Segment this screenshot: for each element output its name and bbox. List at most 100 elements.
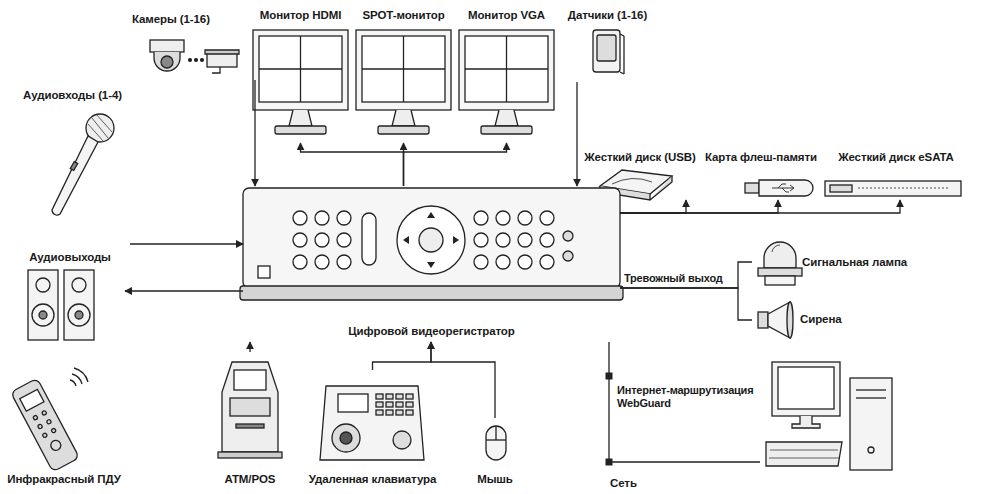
device-label: Инфракрасный ПДУ [7, 472, 120, 486]
microphone-icon-part [70, 162, 77, 171]
connector [249, 342, 250, 352]
esata-hdd-icon [825, 181, 961, 196]
connector [620, 200, 900, 213]
speaker-icons-part [68, 304, 90, 326]
camera-icons-part [195, 59, 198, 62]
device-label: Жесткий диск (USB) [584, 150, 696, 164]
siren-icon-part [787, 302, 793, 338]
device-label: Аудиовыходы [29, 250, 111, 264]
monitor-stand [392, 110, 415, 126]
network-junction [606, 459, 613, 466]
device-node: Монитор VGA [456, 8, 557, 143]
computer-icon-part [792, 416, 820, 428]
connector [609, 342, 760, 462]
dvr-button [474, 233, 488, 247]
key [386, 402, 393, 407]
ir-remote-icon-part-part [37, 424, 42, 429]
computer-icon-part [856, 389, 886, 390]
ir-remote-icon-part-part [42, 433, 47, 438]
speaker-icons-part [72, 278, 86, 292]
signal-lamp-icon-part [758, 268, 802, 276]
connector [620, 262, 752, 288]
device-node: Удаленная клавиатура [300, 370, 445, 490]
dvr-icon-part [403, 212, 459, 268]
connector-label: Тревожный выход [622, 272, 725, 285]
monitor-screen [465, 36, 548, 102]
dvr-button [518, 233, 532, 247]
esata-hdd-icon-part [825, 181, 961, 196]
monitor-base [275, 126, 326, 134]
flash-card-icon-part [745, 183, 759, 193]
atm-pos-icon-part [236, 424, 264, 428]
monitor-icons [253, 30, 554, 134]
screen-split [465, 68, 548, 69]
sensor-icon-part [620, 72, 624, 74]
ir-remote-icon-part-part [20, 389, 44, 411]
device-label: Камеры (1-16) [132, 12, 210, 26]
dvr-button [474, 211, 488, 225]
screen-split [259, 68, 342, 69]
dvr-icon-part [362, 213, 376, 265]
key [396, 394, 403, 399]
camera-icons-part [189, 59, 192, 62]
dvr-button [337, 255, 351, 269]
monitor-stand [289, 110, 312, 126]
ir-remote-icon-part [11, 378, 80, 472]
key [386, 410, 393, 415]
dvr-icon-part [243, 188, 620, 288]
computer-icon-part [856, 397, 886, 398]
ir-remote-icon-part-part [33, 415, 38, 420]
key [376, 410, 383, 415]
control-keyboard-icon-part [338, 394, 368, 412]
computer-icon-part [769, 450, 839, 458]
device-node: Инфракрасный ПДУ [4, 372, 124, 490]
device-node: Сирена [752, 298, 862, 342]
ir-remote-icon-part-part [49, 439, 63, 453]
dvr-button [293, 233, 307, 247]
device-node: Жесткий диск eSATA [822, 150, 970, 200]
sensor-icon-part [593, 30, 620, 72]
mouse-icon-part [486, 439, 506, 440]
computer-icon-part [850, 378, 892, 470]
dvr-led [563, 231, 573, 241]
signal-lamp-icon-part [772, 245, 780, 252]
dvr-icon-part [240, 286, 623, 300]
device-node: SPOT-монитор [353, 8, 454, 143]
key [386, 394, 393, 399]
device-node: Датчики (1-16) [560, 8, 655, 82]
computer-icon [766, 362, 892, 470]
device-label: ATM/POS [225, 472, 276, 486]
device-node: Камеры (1-16) [128, 10, 262, 80]
ir-remote-icon-part-part [46, 419, 51, 424]
speaker-icons-part [32, 304, 54, 326]
computer-icon-part [772, 362, 840, 416]
siren-icon-part [758, 312, 768, 328]
device-label: Цифровой видеорегистратор [348, 324, 514, 338]
monitor-frame [459, 30, 554, 110]
control-keyboard-icon-part [376, 394, 413, 415]
monitor-screen [362, 36, 445, 102]
device-node: Мышь [470, 418, 520, 490]
microphone-icon-part [52, 136, 98, 215]
dvr-button [540, 255, 554, 269]
device-node: Сеть [760, 356, 895, 474]
connector-label: Интернет-маршрутизация WebGuard [615, 384, 759, 410]
camera-icons-part [201, 59, 204, 62]
device-label: Сеть [610, 476, 637, 490]
device-label: Монитор HDMI [260, 8, 342, 22]
control-keyboard-icon [320, 386, 424, 460]
dvr-button [496, 255, 510, 269]
speaker-icons-part [39, 311, 47, 319]
device-node: Карта флеш-памяти [702, 150, 820, 200]
mouse-icon-part [495, 426, 496, 440]
dvr-button [518, 211, 532, 225]
mouse-icon-part [486, 426, 506, 460]
screen-split [362, 68, 445, 69]
signal-lamp-icon-part [765, 276, 795, 285]
dvr-button [474, 255, 488, 269]
device-label: Карта флеш-памяти [705, 150, 817, 164]
key [376, 394, 383, 399]
device-label: Датчики (1-16) [568, 8, 647, 22]
